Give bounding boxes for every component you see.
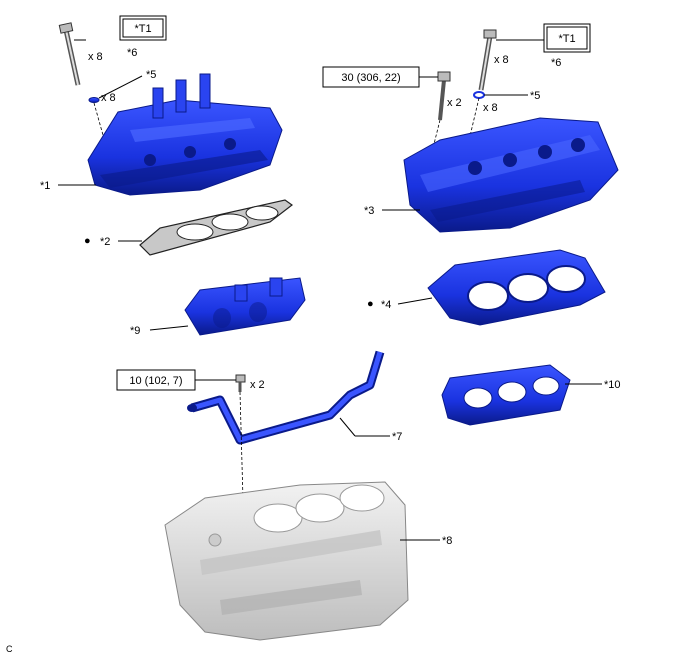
callout-4: *4: [381, 299, 391, 311]
short-bolt-right: [437, 71, 451, 121]
washer-left: [88, 97, 100, 103]
qty-pipe-bolt: x 2: [250, 379, 265, 391]
callout-2: *2: [100, 236, 110, 248]
head-bolt-left: [58, 22, 81, 86]
washer-right: [473, 91, 485, 99]
cylinder-block: [164, 481, 409, 641]
pipe-bolt: [235, 374, 246, 392]
water-by-pass-pipe: [187, 350, 385, 445]
tag-t1-left-inner: [122, 18, 164, 38]
qty-bolt-right: x 8: [494, 54, 509, 66]
torque-pipe-bolt: 10 (102, 7): [129, 375, 182, 387]
qty-washer-left: x 8: [101, 92, 116, 104]
callout-6-left: *6: [127, 47, 137, 59]
callout-3: *3: [364, 205, 374, 217]
cylinder-head-right: [403, 117, 619, 233]
water-jacket-spacer-right: [441, 364, 571, 426]
callout-6-right: *6: [551, 57, 561, 69]
head-gasket-left: [139, 199, 294, 256]
head-bolt-right: [478, 29, 497, 91]
marker-2: ●: [84, 235, 91, 247]
tag-t1-right-inner: [546, 26, 588, 50]
head-gasket-right: [427, 249, 606, 326]
callout-5-right: *5: [530, 90, 540, 102]
callout-1: *1: [40, 180, 50, 192]
qty-washer-right: x 8: [483, 102, 498, 114]
tag-t1-left: *T1: [134, 23, 151, 35]
cylinder-head-left: [87, 73, 283, 196]
callout-8: *8: [442, 535, 452, 547]
callout-5-left: *5: [146, 69, 156, 81]
callout-10: *10: [604, 379, 621, 391]
qty-bolt-left: x 8: [88, 51, 103, 63]
water-jacket-spacer-left: [184, 277, 306, 336]
callout-7: *7: [392, 431, 402, 443]
callout-9: *9: [130, 325, 140, 337]
tag-t1-right: *T1: [558, 33, 575, 45]
torque-head-bolt: 30 (306, 22): [341, 72, 400, 84]
qty-short-bolt-right: x 2: [447, 97, 462, 109]
marker-4: ●: [367, 298, 374, 310]
figure-code: C: [6, 644, 13, 654]
